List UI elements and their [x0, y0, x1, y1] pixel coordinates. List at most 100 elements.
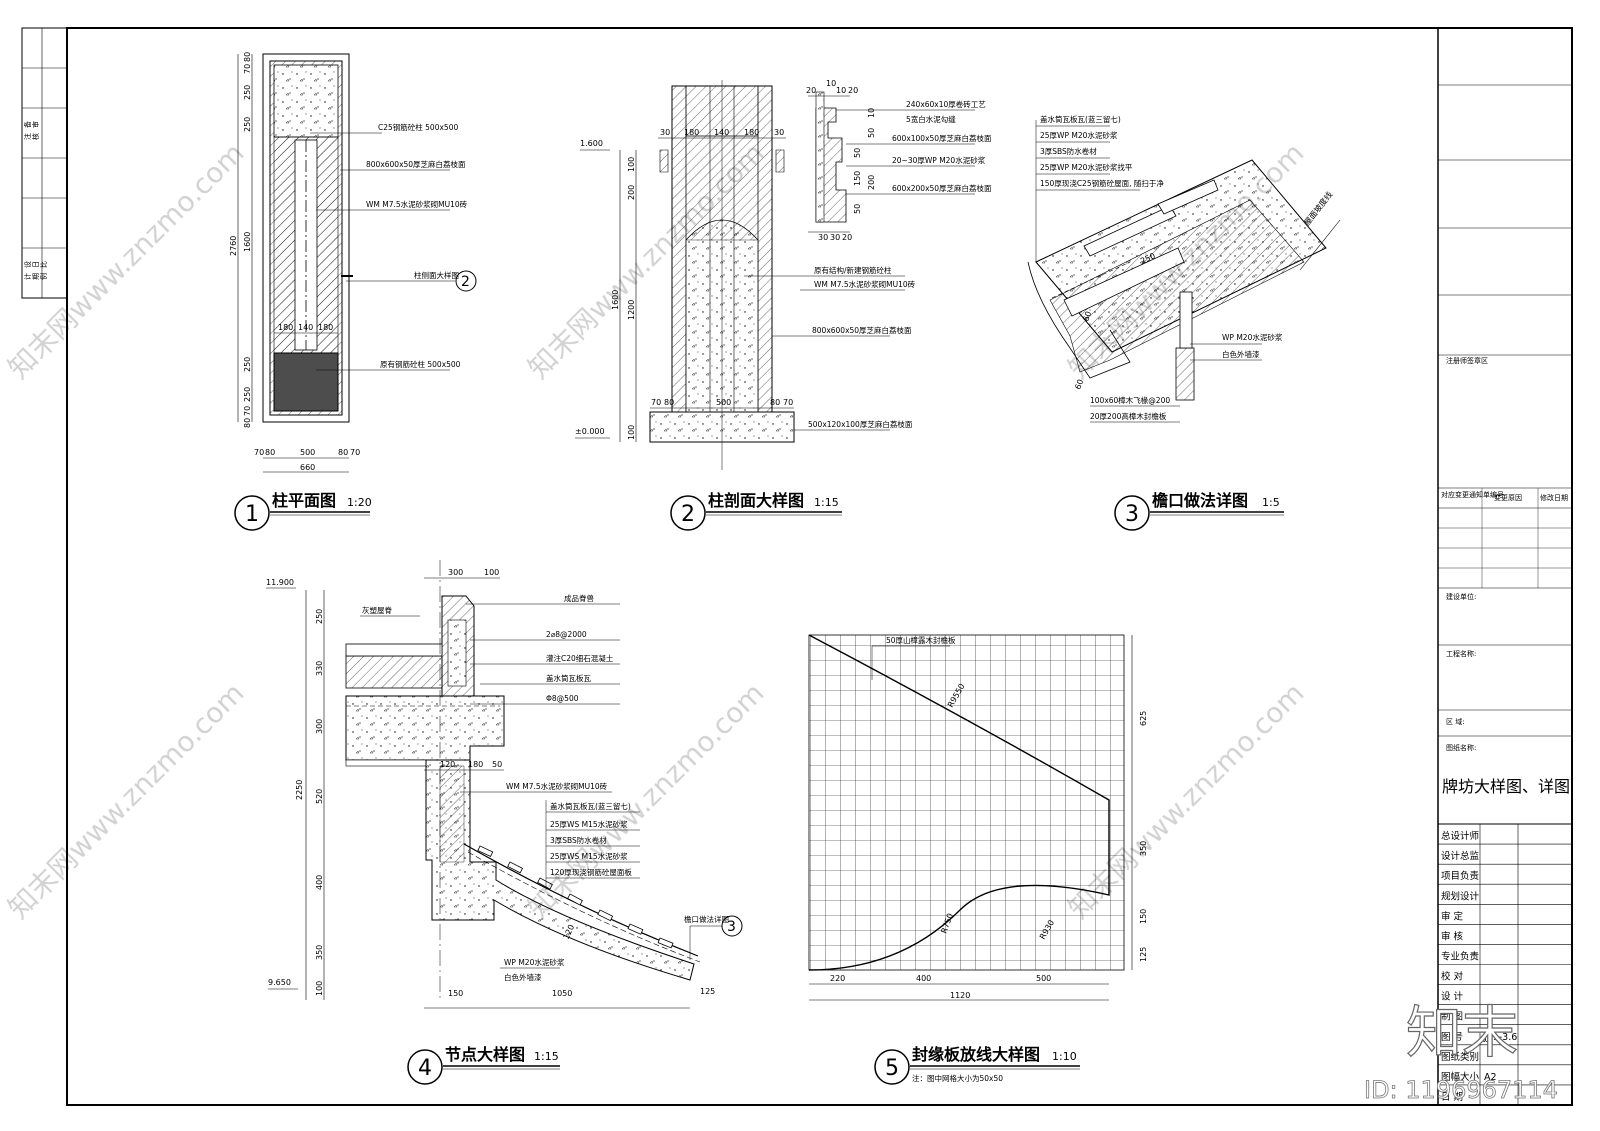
role-label: 审 定 — [1441, 910, 1464, 922]
tb-area-label: 区 域: — [1446, 717, 1465, 726]
d2-prof-1: 20 — [806, 86, 816, 95]
detail-5-grid: 50厚山樟露木封檐板 R9550 R750 R930 625 350 150 1… — [808, 634, 1148, 1085]
d2-prof-2: 10 — [826, 79, 836, 88]
d2-dim-t3: 140 — [714, 128, 729, 137]
d4-dim-t1: 300 — [448, 568, 463, 577]
d1-scale: 1:20 — [347, 496, 372, 509]
d2-prof-13: 20 — [842, 233, 852, 242]
d1-dim-l6: 1600 — [243, 232, 252, 252]
d2-dim-t2: 180 — [684, 128, 699, 137]
d3-scale: 1:5 — [1262, 496, 1280, 509]
tb-rev-h2: 变更原因 — [1494, 493, 1522, 502]
d4-dim-t2: 100 — [484, 568, 499, 577]
d4-scale: 1:15 — [534, 1050, 559, 1063]
d4-dim-m2: 180 — [468, 760, 483, 769]
d2-dim-b4: 80 — [770, 398, 780, 407]
d2-prof-10: 50 — [853, 204, 862, 214]
d3-note-5: 150厚现浇C25钢筋砼屋面, 随扫于净 — [1040, 178, 1164, 188]
d2-note-5: 600x200x50厚芝麻白荔枝面 — [892, 183, 992, 193]
role-label: 图 号 — [1441, 1032, 1463, 1043]
role-label: 制 图 — [1441, 1011, 1463, 1023]
d5-dim-b1: 220 — [830, 974, 845, 983]
d4-dim-m3: 50 — [492, 760, 502, 769]
d2-dim-l2: 200 — [627, 185, 636, 200]
role-label: 图幅大小 — [1441, 1071, 1480, 1083]
d2-title: 柱剖面大样图 — [708, 491, 804, 510]
d4-dim-b1: 150 — [448, 989, 463, 998]
d4-title: 节点大样图 — [445, 1045, 525, 1064]
d3-dim-2: 60 — [1081, 310, 1093, 323]
d2-dim-b5: 70 — [783, 398, 793, 407]
d2-note-7: WM M7.5水泥砂浆砌MU10砖 — [814, 279, 916, 289]
d1-dim-b1: 70 — [254, 448, 264, 457]
d1-title-num: 1 — [245, 502, 259, 527]
d2-prof-12: 30 — [830, 233, 840, 242]
d4-level-2: 9.650 — [268, 978, 291, 987]
d2-note-1: 240x60x10厚卷砖工艺 — [906, 99, 986, 109]
d2-prof-9: 200 — [867, 175, 876, 190]
d4-dim-x2: 125 — [700, 987, 715, 996]
d2-dim-l5: 100 — [627, 425, 636, 440]
left-strip-text-7: 日 — [32, 261, 40, 268]
d1-dim-l4: 250 — [243, 117, 252, 132]
d1-dim-b5: 70 — [350, 448, 360, 457]
d2-note-6: 原有结构/新建钢筋砼柱 — [814, 265, 892, 275]
d1-dim-l1: 80 — [243, 52, 252, 62]
d4-dim-l4: 2250 — [295, 780, 304, 800]
d3-note-4: 25厚WP M20水泥砂浆找平 — [1040, 162, 1133, 172]
d4-note-t2: 成品脊兽 — [564, 593, 594, 603]
d2-prof-6: 50 — [867, 128, 876, 138]
role-label: 专业负责 — [1441, 951, 1479, 963]
d4-note-r1: 盖水筒瓦板瓦(蓝三留七) — [550, 801, 631, 811]
d2-dim-l4: 1200 — [627, 300, 636, 320]
detail-3-eave: 屋面坡度线 盖水筒瓦板瓦(蓝三留七) 25厚WP M20水泥砂浆 3厚SBS防水… — [1027, 114, 1341, 531]
d3-note-slope: 屋面坡度线 — [1302, 190, 1335, 228]
d5-title-num: 5 — [885, 1056, 899, 1081]
d2-dim-b2: 80 — [664, 398, 674, 407]
d3-note-3: 3厚SBS防水卷材 — [1040, 146, 1097, 156]
d4-dim-l3: 300 — [315, 719, 324, 734]
d1-note-3: WM M7.5水泥砂浆砌MU10砖 — [366, 199, 468, 209]
left-strip-text-1: 备 — [23, 121, 32, 128]
d2-dim-t5: 30 — [774, 128, 784, 137]
d4-note-wall: WM M7.5水泥砂浆砌MU10砖 — [506, 781, 608, 791]
d2-title-num: 2 — [681, 502, 695, 527]
role-value: A2 — [1484, 1072, 1497, 1083]
tb-drawing-label: 图纸名称: — [1446, 743, 1476, 752]
d1-dim-b3: 500 — [300, 448, 315, 457]
role-label: 日 期 — [1441, 1092, 1463, 1103]
d1-dim-i1: 180 — [278, 323, 293, 332]
d1-dim-i3: 180 — [318, 323, 333, 332]
left-strip-text-8: 期 — [32, 273, 40, 280]
tb-drawing-name: 牌坊大样图、详图 — [1442, 777, 1570, 796]
d2-level-1: 1.600 — [580, 139, 603, 148]
d4-dim-l6: 400 — [315, 875, 324, 890]
d3-note-7: 白色外墙漆 — [1222, 349, 1260, 359]
detail-4-node: 11.900 9.650 250 330 300 2250 520 400 35… — [266, 560, 743, 1085]
d2-note-9: 500x120x100厚芝麻白荔枝面 — [808, 419, 913, 429]
d3-note-9: 20厚200高樟木封檐板 — [1090, 411, 1167, 421]
left-strip-text-4: 核 — [31, 133, 40, 140]
role-label: 校 对 — [1441, 971, 1464, 983]
d2-note-2: 5宽白水泥勾缝 — [906, 114, 956, 124]
d4-dim-b2: 1050 — [552, 989, 572, 998]
d5-dim-r1: 625 — [1139, 711, 1148, 726]
d4-note-r3: 3厚SBS防水卷材 — [550, 835, 607, 845]
d1-dim-i2: 140 — [298, 323, 313, 332]
d4-note-r4: 25厚WS M15水泥砂浆 — [550, 851, 628, 861]
d5-dim-total: 1120 — [950, 991, 970, 1000]
d2-note-4: 20~30厚WP M20水泥砂浆 — [892, 155, 986, 165]
d1-dim-l3: 250 — [243, 85, 252, 100]
d4-dim-l2: 330 — [315, 661, 324, 676]
outer-frame — [66, 27, 1573, 1106]
d1-note-4: 柱侧面大样图 — [414, 270, 459, 280]
d2-prof-3: 10 — [836, 86, 846, 95]
d4-note-t5: 盖水筒瓦板瓦 — [546, 673, 591, 683]
d4-dim-l1: 250 — [315, 609, 324, 624]
d2-dim-l1: 100 — [627, 157, 636, 172]
d1-dim-l5: 2760 — [229, 236, 238, 256]
left-strip-text-3: 审 — [31, 121, 40, 128]
d1-ref-num: 2 — [461, 274, 470, 290]
title-block: 注册师签章区 对应变更通知单编号 变更原因 修改日期 建设单位: 工程名称: 区… — [1437, 28, 1572, 1105]
